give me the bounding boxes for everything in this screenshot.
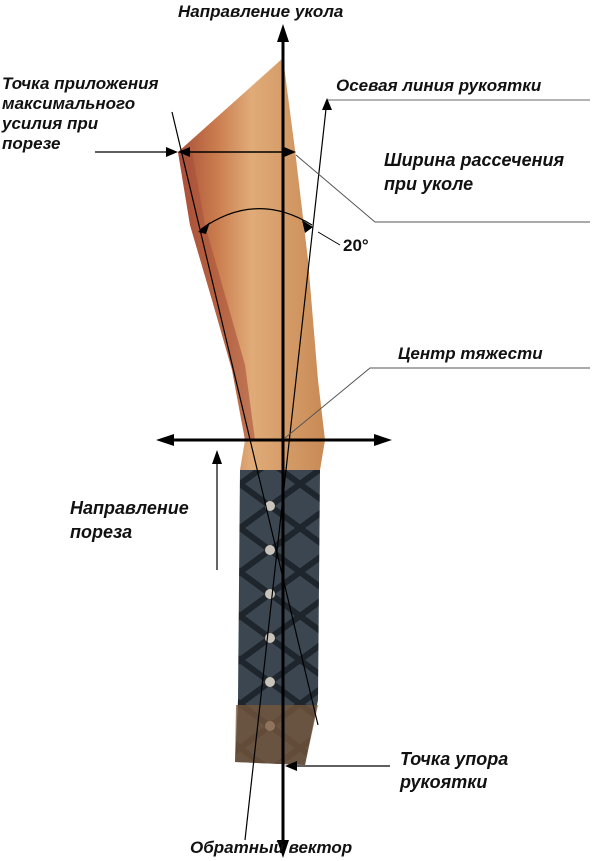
label-center-of-gravity: Центр тяжести [398, 344, 543, 363]
blade [178, 58, 325, 470]
label-handle-stop-point: Точка упора рукоятки [400, 749, 509, 792]
label-handle-axis: Осевая линия рукоятки [336, 76, 542, 95]
blade-bevel [178, 152, 255, 440]
thrust-axis [277, 24, 289, 858]
label-thrust-cut-width: Ширина рассечения при уколе [384, 150, 565, 194]
label-max-force-point: Точка приложения максимального усилия пр… [2, 74, 159, 153]
label-cut-direction: Направление пореза [70, 498, 189, 542]
label-thrust-direction: Направление укола [178, 2, 344, 21]
handle-axis-line [244, 99, 590, 841]
label-angle: 20° [343, 236, 369, 255]
balance-axis [156, 434, 392, 446]
handle-butt [235, 705, 318, 765]
handle [235, 470, 320, 765]
label-reverse-vector: Обратный вектор [190, 838, 353, 857]
angle-arc [199, 208, 313, 231]
